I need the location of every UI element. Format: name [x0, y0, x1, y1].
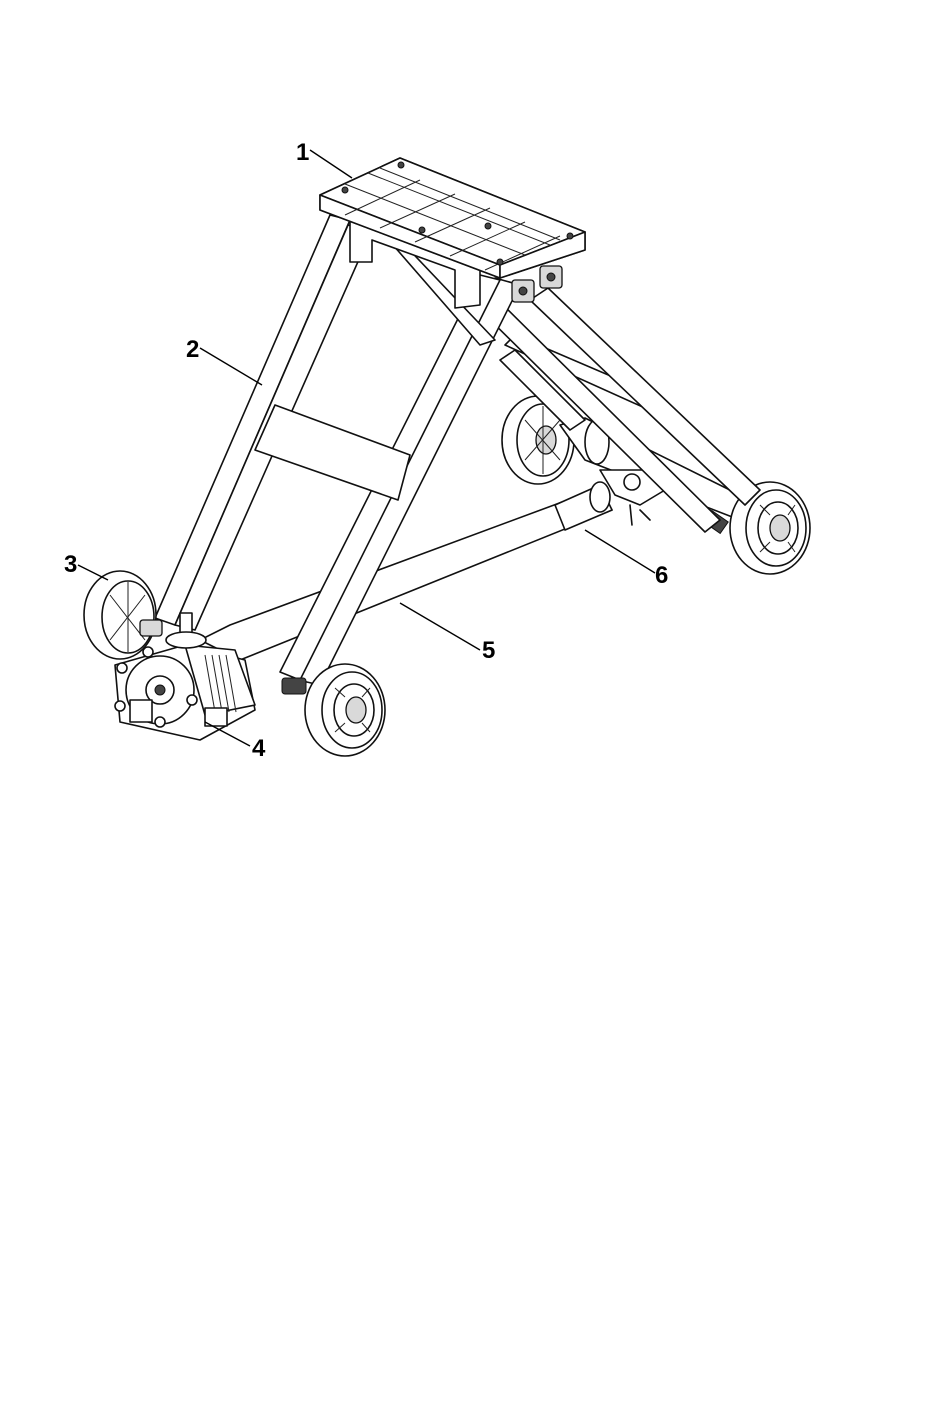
callout-5: 5 — [482, 637, 495, 664]
callout-3: 3 — [64, 551, 77, 578]
a-frame-2 — [155, 215, 520, 685]
wheel-front-right — [282, 664, 385, 756]
wheel-front-left-3 — [84, 571, 156, 659]
callout-2: 2 — [186, 336, 199, 363]
callout-1: 1 — [296, 139, 309, 166]
callout-4: 4 — [252, 735, 266, 762]
callout-6: 6 — [655, 562, 668, 589]
